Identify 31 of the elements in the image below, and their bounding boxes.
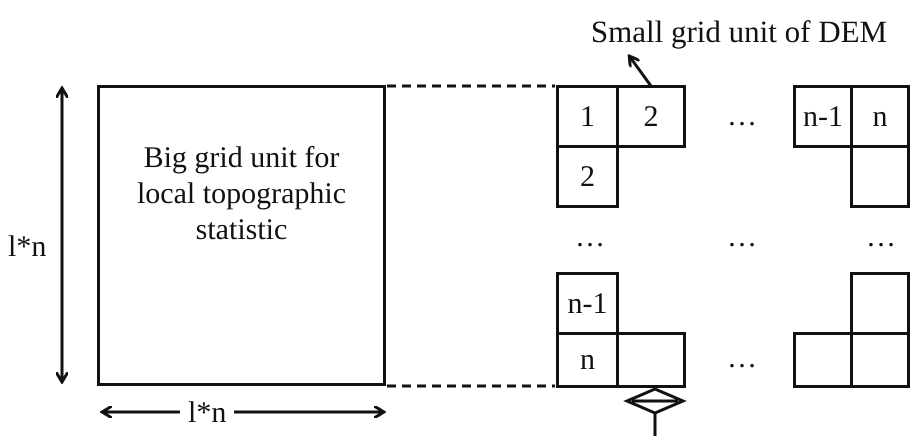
- grid-cell: [850, 145, 910, 208]
- big-grid-square: [97, 85, 386, 386]
- dashed-line: [387, 384, 555, 388]
- cell-number: n: [580, 345, 595, 375]
- grid-cell: [556, 332, 619, 388]
- grid-cell: [616, 85, 686, 148]
- grid-cell: [850, 332, 910, 388]
- grid-cell: [850, 272, 910, 335]
- callout-text: Small grid unit of DEM: [562, 12, 916, 52]
- cell-number: 2: [580, 162, 595, 192]
- cell-number: 2: [644, 102, 658, 132]
- leader-line: [628, 54, 652, 87]
- ellipsis: …: [575, 222, 605, 252]
- dimension-label: l*n: [8, 232, 46, 262]
- ellipsis: …: [727, 222, 757, 252]
- cell-number: 1: [580, 102, 595, 132]
- ellipsis: …: [727, 343, 757, 373]
- grid-cell: [850, 85, 910, 148]
- grid-cell: [793, 85, 853, 148]
- grid-cell: [556, 85, 619, 148]
- grid-cell: [616, 332, 686, 388]
- square-label: Big grid unit for local topographic statistic: [136, 140, 348, 248]
- cell-number: n-1: [803, 102, 843, 132]
- grid-cell: [793, 332, 853, 388]
- grid-cell: [556, 145, 619, 208]
- ellipsis: …: [727, 101, 757, 131]
- grid-cell: [556, 272, 619, 335]
- dashed-line: [387, 84, 555, 88]
- ellipsis: …: [866, 222, 896, 252]
- cell-number: n: [872, 102, 888, 132]
- cell-number: n-1: [568, 288, 608, 318]
